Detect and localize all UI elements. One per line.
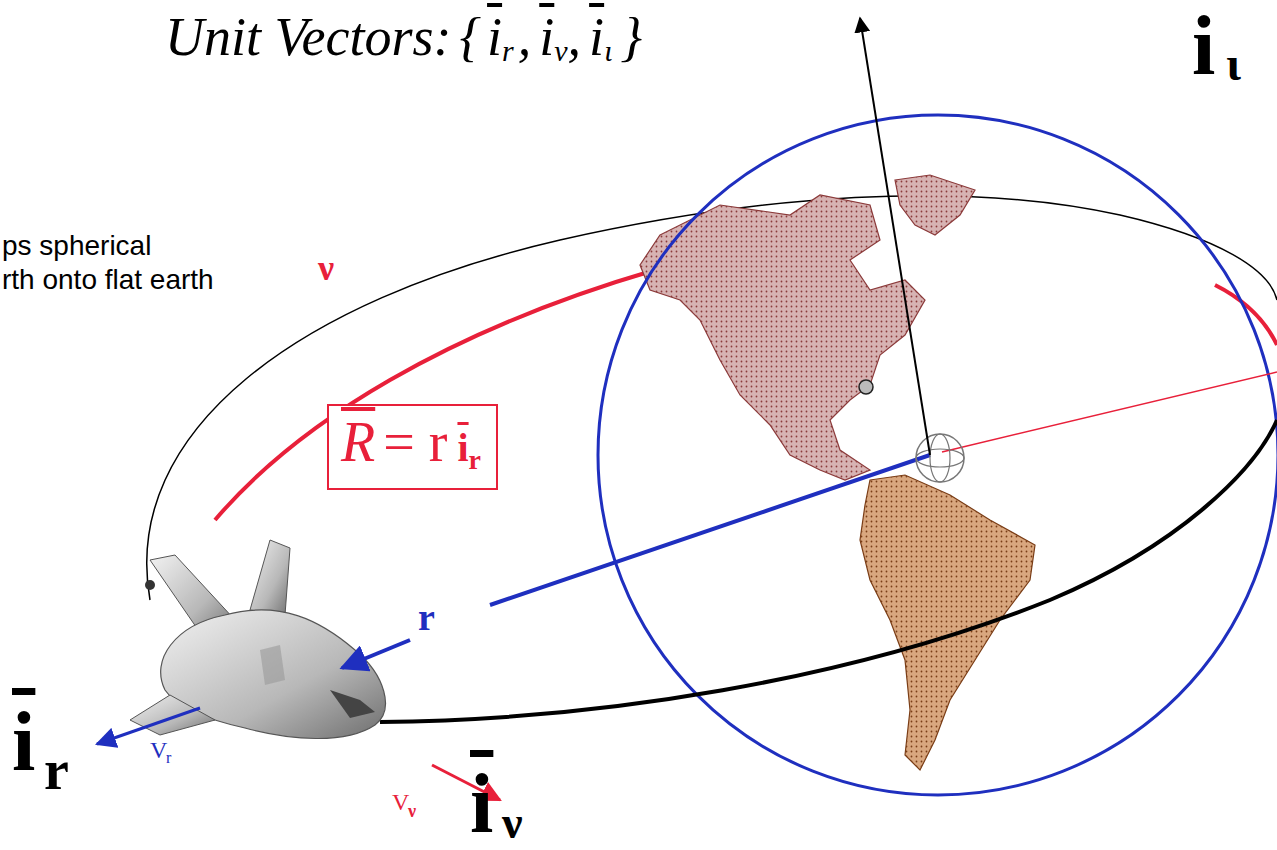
velocity-component: V [150, 738, 167, 762]
equation-box: R= rir [327, 404, 498, 490]
unit-vector: i [1192, 4, 1215, 88]
unit-vector: i [457, 426, 468, 470]
space-shuttle [130, 540, 385, 739]
earth-center [916, 449, 964, 467]
radial-vector [97, 708, 200, 744]
subscript: r [44, 742, 69, 798]
vector-symbol: R [341, 412, 375, 474]
launch-site [859, 380, 873, 394]
subscript: r [469, 445, 481, 476]
earth-center [930, 434, 950, 482]
periapsis-line [942, 372, 1277, 452]
title-symbol: , [568, 7, 582, 67]
note-text: rth onto flat earth [2, 266, 214, 294]
title-symbol: i [539, 7, 554, 67]
anomaly-symbol: ν [318, 250, 334, 286]
subscript: ν [408, 802, 416, 820]
subscript: ν [554, 34, 567, 67]
subscript: ι [1226, 40, 1241, 88]
normal-vector [860, 18, 930, 455]
title-symbol: } [620, 7, 642, 67]
title-symbol: { [459, 7, 481, 67]
subscript: ν [502, 800, 523, 846]
subscript: r [502, 34, 514, 67]
title: Unit Vectors: [165, 7, 451, 67]
anomaly-arc [215, 270, 655, 520]
position-arrow [342, 640, 410, 668]
title-row: Unit Vectors:{ir,iν,iι} [165, 8, 642, 67]
subscript: r [166, 750, 171, 766]
greenland [895, 175, 975, 235]
unit-vector: i [470, 762, 493, 846]
earth-center [916, 434, 964, 482]
vector-name: r [418, 598, 435, 636]
title-symbol: i [487, 7, 502, 67]
velocity-component: V [392, 790, 409, 814]
equation-text: = r [383, 412, 447, 474]
title-symbol: , [518, 7, 532, 67]
orbit-back [147, 196, 1277, 600]
subscript: ι [604, 34, 612, 67]
south-america [860, 475, 1035, 770]
orbit-front [380, 420, 1277, 722]
anomaly-arc [1215, 285, 1277, 345]
north-america [640, 195, 925, 480]
title-symbol: i [589, 7, 604, 67]
note-text: ps spherical [2, 232, 151, 260]
position-line [490, 455, 930, 605]
unit-vector: i [12, 700, 35, 784]
